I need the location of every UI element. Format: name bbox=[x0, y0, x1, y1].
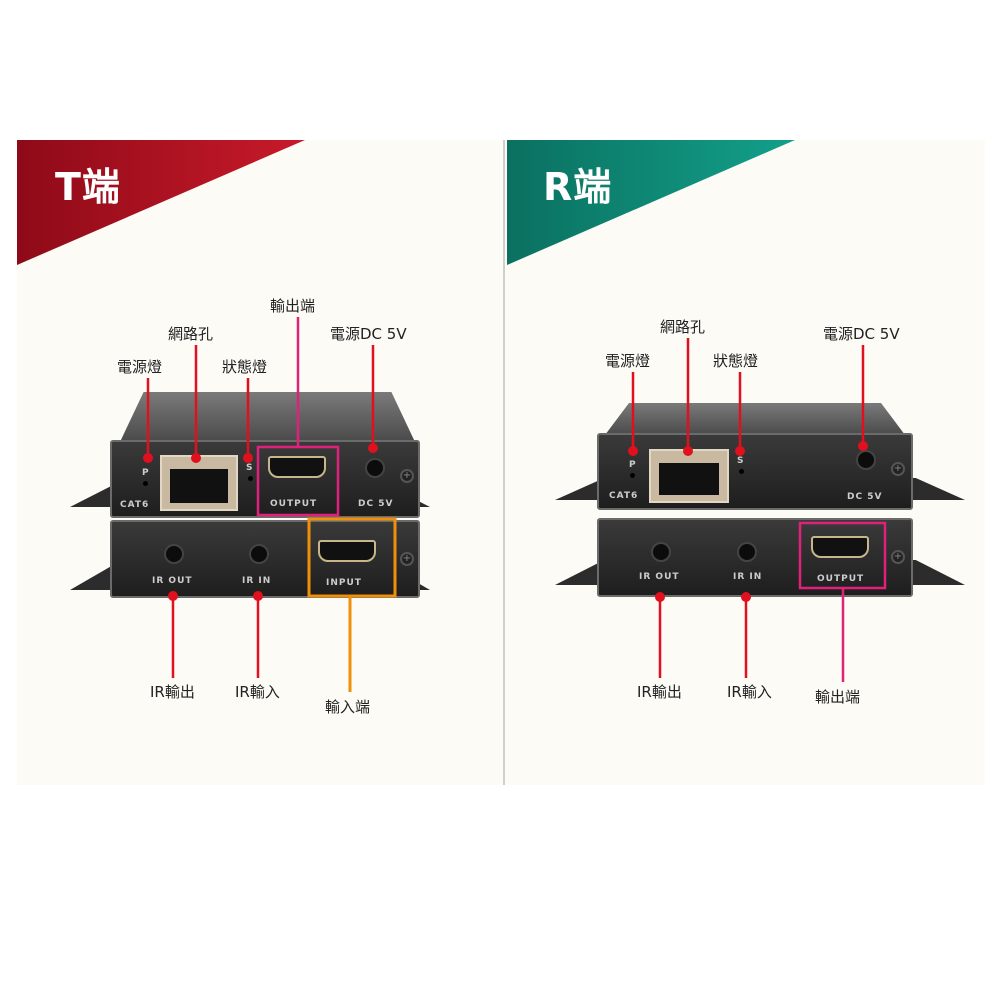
output-label: OUTPUT bbox=[817, 574, 865, 584]
dc-label: DC 5V bbox=[358, 499, 394, 509]
s-label: S bbox=[246, 463, 254, 473]
ir-in-label: IR IN bbox=[242, 576, 272, 586]
transmitter-back-panel: IR OUT IR IN INPUT + bbox=[110, 520, 420, 598]
device-top bbox=[605, 403, 905, 435]
rj45-port bbox=[649, 449, 729, 503]
status-led bbox=[739, 469, 744, 474]
output-label: OUTPUT bbox=[270, 499, 318, 509]
input-label: INPUT bbox=[326, 578, 362, 588]
status-led bbox=[248, 476, 253, 481]
screw-icon: + bbox=[400, 469, 414, 483]
power-led-label: 電源燈 bbox=[605, 352, 651, 370]
s-label: S bbox=[737, 456, 745, 466]
screw-icon: + bbox=[891, 462, 905, 476]
divider bbox=[503, 140, 505, 785]
hdmi-output-port bbox=[268, 456, 326, 478]
cat6-label: CAT6 bbox=[120, 500, 150, 510]
callout-dots bbox=[143, 441, 868, 602]
power-led bbox=[143, 481, 148, 486]
transmitter-title: T端 bbox=[55, 165, 121, 209]
power-led-label: 電源燈 bbox=[117, 358, 163, 376]
dc-jack bbox=[856, 450, 876, 470]
receiver-title: R端 bbox=[543, 165, 613, 209]
network-port-label: 網路孔 bbox=[660, 318, 706, 336]
ir-out-callout-label: IR輸出 bbox=[637, 683, 682, 701]
ir-out-jack bbox=[651, 542, 671, 562]
transmitter-front-panel: P CAT6 S OUTPUT DC 5V + bbox=[110, 440, 420, 518]
rj45-port bbox=[160, 455, 238, 511]
screw-icon: + bbox=[891, 550, 905, 564]
ir-out-label: IR OUT bbox=[152, 576, 193, 586]
device-top bbox=[120, 392, 415, 442]
screw-icon: + bbox=[400, 552, 414, 566]
ir-in-callout-label: IR輸入 bbox=[235, 683, 280, 701]
status-led-label: 狀態燈 bbox=[713, 352, 759, 370]
input-port-label: 輸入端 bbox=[325, 698, 371, 716]
ir-in-label: IR IN bbox=[733, 572, 763, 582]
ir-out-jack bbox=[164, 544, 184, 564]
receiver-banner bbox=[507, 140, 795, 265]
pink-highlights bbox=[256, 317, 887, 682]
hdmi-output-port bbox=[811, 536, 869, 558]
dc-power-label: 電源DC 5V bbox=[823, 325, 900, 343]
p-label: P bbox=[142, 468, 150, 478]
ir-out-callout-label: IR輸出 bbox=[150, 683, 195, 701]
ir-in-jack bbox=[737, 542, 757, 562]
output-port-label: 輸出端 bbox=[270, 297, 316, 315]
network-port-label: 網路孔 bbox=[168, 325, 214, 343]
red-callouts bbox=[146, 338, 865, 678]
p-label: P bbox=[629, 460, 637, 470]
power-led bbox=[630, 473, 635, 478]
receiver-back-panel: IR OUT IR IN OUTPUT + bbox=[597, 518, 913, 597]
dc-power-label: 電源DC 5V bbox=[330, 325, 407, 343]
status-led-label: 狀態燈 bbox=[222, 358, 268, 376]
receiver-front-panel: P CAT6 S DC 5V + bbox=[597, 433, 913, 510]
ir-in-jack bbox=[249, 544, 269, 564]
ir-out-label: IR OUT bbox=[639, 572, 680, 582]
transmitter-banner bbox=[17, 140, 305, 265]
orange-highlight bbox=[307, 517, 397, 692]
dc-jack bbox=[365, 458, 385, 478]
hdmi-input-port bbox=[318, 540, 376, 562]
dc-label: DC 5V bbox=[847, 492, 883, 502]
ir-in-callout-label: IR輸入 bbox=[727, 683, 772, 701]
output-port-label: 輸出端 bbox=[815, 688, 861, 706]
cat6-label: CAT6 bbox=[609, 491, 639, 501]
